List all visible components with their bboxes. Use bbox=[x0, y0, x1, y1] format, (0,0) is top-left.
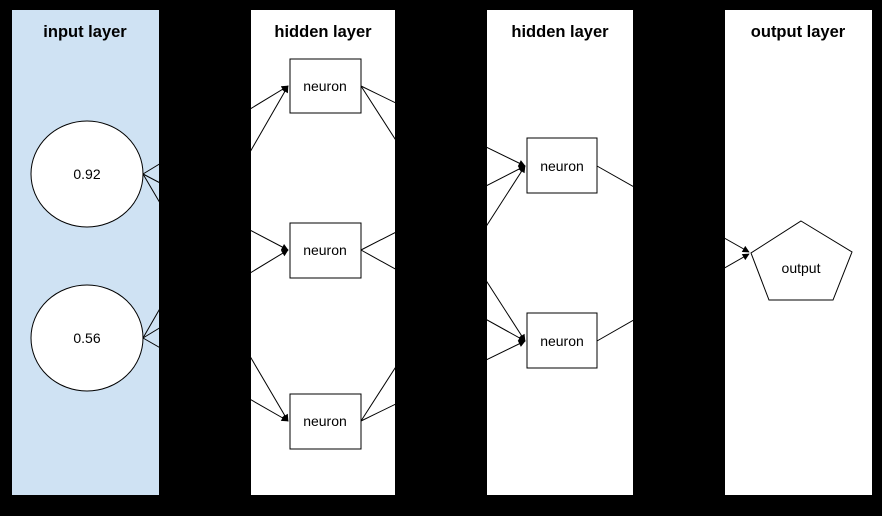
connection-line bbox=[596, 253, 750, 342]
connection-line bbox=[360, 249, 526, 342]
input-node-1-label: 0.92 bbox=[73, 166, 100, 182]
connection-lines bbox=[142, 85, 750, 422]
hidden1-neuron-2-label: neuron bbox=[303, 242, 347, 258]
output-layer-title: output layer bbox=[751, 23, 846, 41]
input-layer-title: input layer bbox=[43, 23, 127, 41]
connection-line bbox=[142, 85, 289, 339]
input-node-2-label: 0.56 bbox=[73, 330, 100, 346]
connection-line bbox=[360, 85, 526, 342]
output-node-label: output bbox=[782, 260, 821, 276]
hidden2-neuron-2-label: neuron bbox=[540, 333, 584, 349]
hidden-layer-1-title: hidden layer bbox=[274, 23, 372, 41]
hidden1-neuron-3-label: neuron bbox=[303, 413, 347, 429]
connection-line bbox=[360, 165, 526, 422]
hidden1-neuron-1 bbox=[289, 58, 362, 114]
hidden1-neuron-1-label: neuron bbox=[303, 78, 347, 94]
connection-line bbox=[360, 85, 526, 167]
hidden1-neuron-2 bbox=[289, 222, 362, 279]
connection-line bbox=[360, 340, 526, 422]
hidden-layer-2-title: hidden layer bbox=[511, 23, 609, 41]
connection-line bbox=[142, 249, 289, 339]
connection-line bbox=[596, 165, 750, 253]
panel-input-layer bbox=[12, 10, 159, 495]
output-node bbox=[750, 220, 853, 301]
panel-hidden-layer-2 bbox=[487, 10, 633, 495]
hidden1-neuron-3 bbox=[289, 393, 362, 450]
input-node-2 bbox=[30, 284, 144, 392]
connection-line bbox=[360, 165, 526, 251]
hidden2-neuron-2 bbox=[526, 312, 598, 369]
connection-line bbox=[142, 85, 289, 175]
connection-line bbox=[142, 337, 289, 422]
input-node-1 bbox=[30, 120, 144, 228]
hidden2-neuron-1 bbox=[526, 137, 598, 194]
hidden2-neuron-1-label: neuron bbox=[540, 158, 584, 174]
connection-line bbox=[142, 173, 289, 422]
